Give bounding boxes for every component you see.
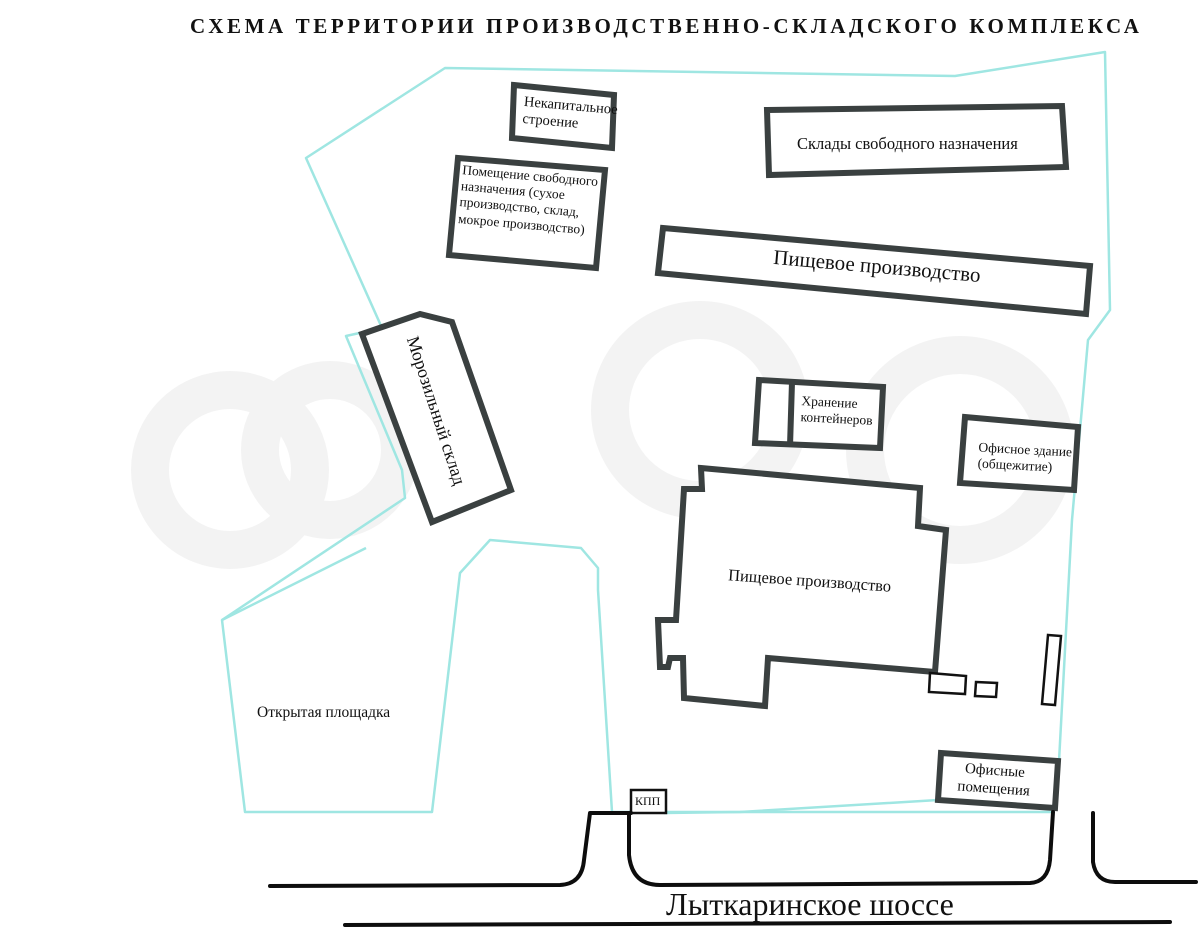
label-office-rooms: Офисные помещения	[956, 760, 1031, 800]
label-road: Лыткаринское шоссе	[666, 886, 954, 922]
building-free-warehouses[interactable]	[763, 102, 1070, 179]
label-free-purpose-room: Помещение свободного назначения (сухое п…	[457, 162, 599, 237]
small-structure-3	[1040, 633, 1063, 707]
building-food-production-long[interactable]	[654, 224, 1094, 318]
small-structure-1	[927, 671, 968, 696]
building-checkpoint[interactable]	[629, 788, 668, 815]
road-edge-right	[1091, 811, 1198, 884]
building-freezer-warehouse[interactable]	[358, 310, 515, 526]
open-area-boundary	[221, 546, 367, 622]
road-edge-left	[268, 811, 633, 888]
small-structure-2	[973, 680, 999, 699]
building-office-dormitory[interactable]	[956, 413, 1082, 494]
front-boundary	[663, 798, 939, 815]
building-container-storage[interactable]	[751, 376, 887, 452]
road-edge-bottom	[343, 920, 1172, 927]
building-free-purpose-room[interactable]	[445, 154, 609, 272]
building-office-rooms[interactable]	[934, 749, 1062, 812]
page-title: СХЕМА ТЕРРИТОРИИ ПРОИЗВОДСТВЕННО-СКЛАДСК…	[190, 14, 1143, 38]
label-checkpoint: КПП	[635, 794, 661, 808]
label-office-dormitory: Офисное здание (общежитие)	[977, 439, 1073, 475]
territory-boundary	[220, 50, 1112, 814]
label-container-storage: Хранение контейнеров	[800, 393, 874, 429]
road-edge-middle	[627, 810, 1055, 887]
building-nonpermanent[interactable]	[508, 81, 618, 152]
label-free-warehouses: Склады свободного назначения	[797, 134, 1018, 153]
container-storage-divider	[787, 381, 795, 447]
label-open-area: Открытая площадка	[257, 704, 391, 721]
building-food-production-main[interactable]	[654, 464, 950, 710]
